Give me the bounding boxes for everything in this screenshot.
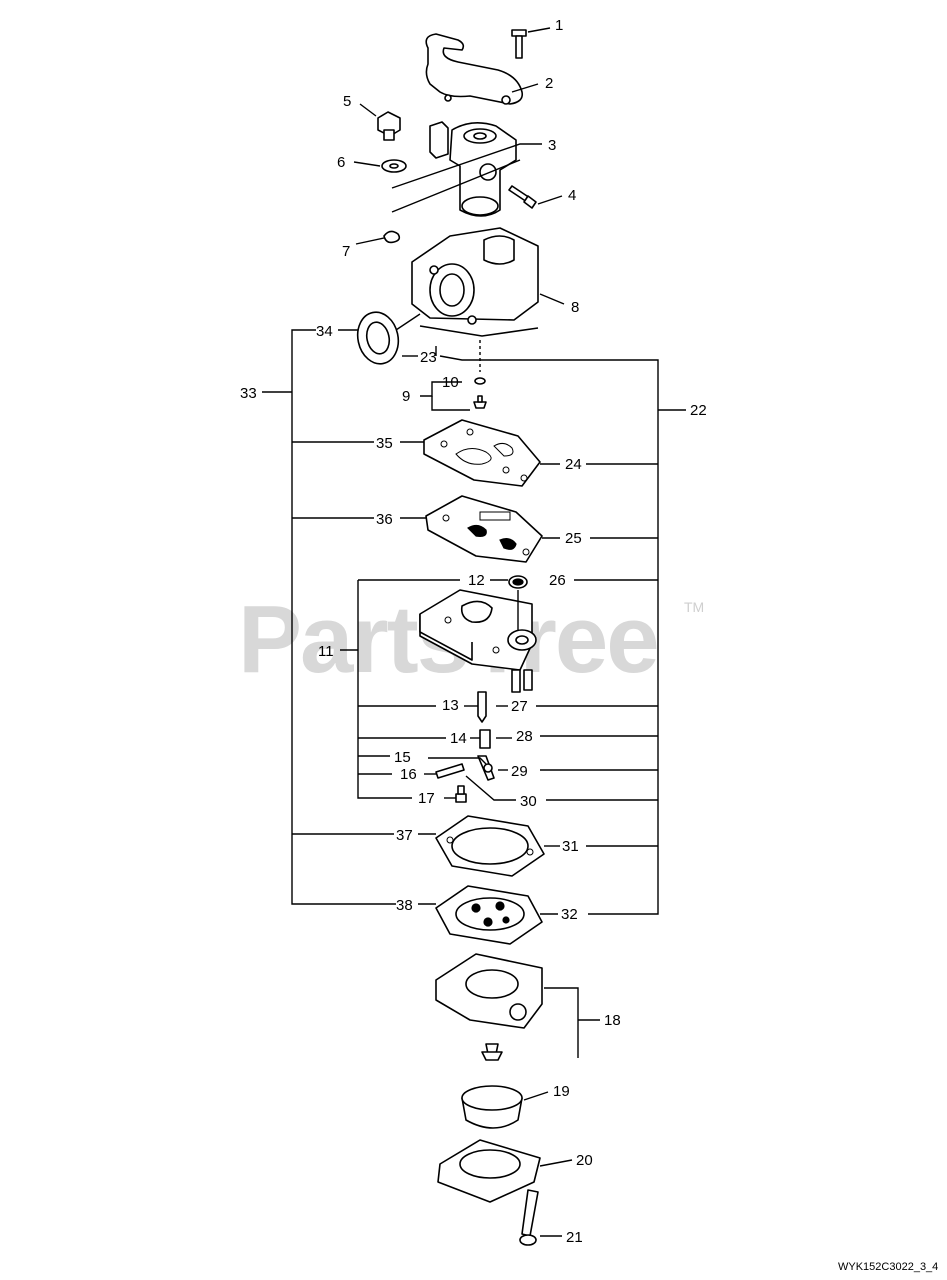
callout-29: 29	[511, 763, 528, 780]
callout-1: 1	[555, 17, 563, 34]
leader-lines	[262, 27, 686, 1237]
part-26-screen[interactable]	[508, 575, 528, 589]
callout-16: 16	[400, 766, 417, 783]
part-25-metering-diaphragm[interactable]	[425, 495, 543, 563]
callout-19: 19	[553, 1083, 570, 1100]
callout-27: 27	[511, 698, 528, 715]
callout-31: 31	[562, 838, 579, 855]
callout-3: 3	[548, 137, 556, 154]
callout-34: 34	[316, 323, 333, 340]
callout-7: 7	[342, 243, 350, 260]
part-5-plug[interactable]	[377, 111, 401, 141]
callout-36: 36	[376, 511, 393, 528]
part-32-pump-diaphragm[interactable]	[435, 885, 543, 945]
callout-18: 18	[604, 1012, 621, 1029]
part-8-carburetor-body[interactable]	[411, 227, 539, 337]
callout-37: 37	[396, 827, 413, 844]
callout-24: 24	[565, 456, 582, 473]
callout-30: 30	[520, 793, 537, 810]
callout-33: 33	[240, 385, 257, 402]
callout-14: 14	[450, 730, 467, 747]
callout-12: 12	[468, 572, 485, 589]
part-19-primer-bulb[interactable]	[461, 1085, 523, 1129]
part-2-lever-plate[interactable]	[425, 33, 524, 105]
part-6-washer[interactable]	[381, 159, 407, 173]
callout-11: 11	[318, 643, 334, 660]
part-34-gasket-ring[interactable]	[353, 308, 403, 367]
part-9-check-valve[interactable]	[473, 395, 487, 409]
part-1-screw[interactable]	[511, 29, 527, 59]
callout-25: 25	[565, 530, 582, 547]
callout-26: 26	[549, 572, 566, 589]
callout-22: 22	[690, 402, 707, 419]
callout-20: 20	[576, 1152, 593, 1169]
callout-15: 15	[394, 749, 411, 766]
callout-labels: 1 2 3 4 5 6 7 8 9 10 11 12 13 14 15 16 1…	[240, 17, 707, 1246]
part-13-inlet-needle[interactable]	[477, 691, 487, 723]
callout-5: 5	[343, 93, 351, 110]
callout-4: 4	[568, 187, 576, 204]
callout-13: 13	[442, 697, 459, 714]
callout-17: 17	[418, 790, 435, 807]
drawing-code: WYK152C3022_3_4	[838, 1261, 938, 1273]
callout-6: 6	[337, 154, 345, 171]
callout-21: 21	[566, 1229, 583, 1246]
part-4-screw[interactable]	[508, 185, 537, 209]
part-24-gasket[interactable]	[423, 419, 541, 487]
part-15-metering-lever[interactable]	[477, 755, 495, 781]
callout-10: 10	[442, 374, 459, 391]
part-11-pump-body[interactable]	[419, 589, 537, 693]
callout-8: 8	[571, 299, 579, 316]
callout-23: 23	[420, 349, 437, 366]
callout-2: 2	[545, 75, 553, 92]
part-31-gasket[interactable]	[435, 815, 545, 877]
part-7-clip[interactable]	[383, 230, 401, 244]
part-14-spring[interactable]	[479, 729, 491, 749]
part-17-screw[interactable]	[455, 785, 467, 803]
part-21-long-screw[interactable]	[519, 1189, 539, 1246]
part-10-o-ring[interactable]	[474, 377, 486, 385]
watermark-trademark: TM	[684, 599, 704, 615]
callout-35: 35	[376, 435, 393, 452]
callout-28: 28	[516, 728, 533, 745]
part-16-pin[interactable]	[435, 763, 465, 779]
part-3-throttle-body[interactable]	[429, 121, 517, 217]
part-18-pump-cover[interactable]	[435, 953, 543, 1061]
part-20-retainer-plate[interactable]	[437, 1139, 541, 1203]
callout-9: 9	[402, 388, 410, 405]
callout-32: 32	[561, 906, 578, 923]
callout-38: 38	[396, 897, 413, 914]
